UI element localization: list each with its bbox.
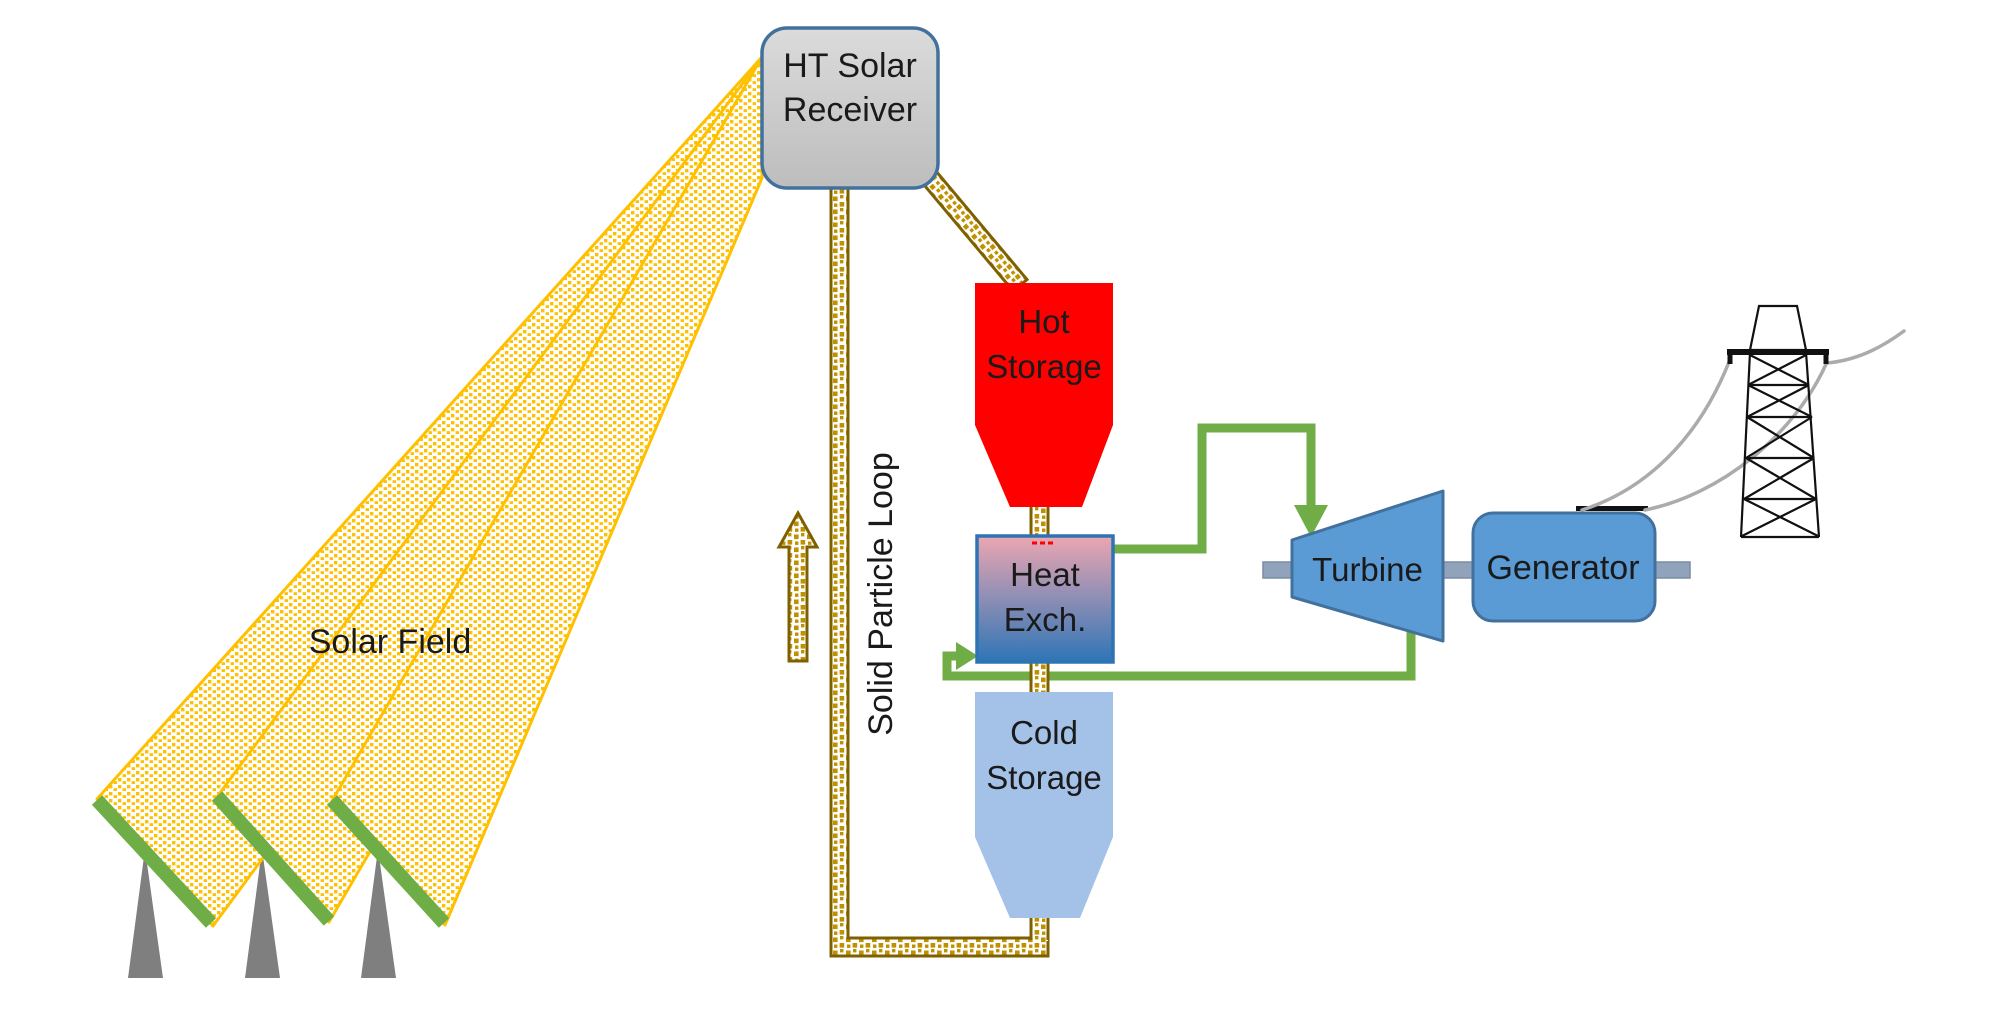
turbine-block [1290,489,1445,643]
hot-storage-block [975,283,1113,507]
hot-storage-label-line2: Storage [986,348,1102,385]
cold-storage-outlet-pipe [1031,914,1048,941]
tower-legs [1739,351,1821,539]
power-wire [1825,329,1906,365]
heat-exchanger-label-line2: Exch. [1003,601,1087,638]
generator-label: Generator [1486,549,1640,587]
solid-particle-loop-label: Solid Particle Loop [862,452,900,736]
cold-storage-label-line2: Storage [986,759,1102,796]
steam-arrow-into-turbine [1294,505,1328,537]
heliostat-post [245,849,280,978]
heliostat-mirrors [91,791,450,928]
solar-receiver-block [760,26,940,190]
tower-braces [1744,383,1816,501]
heliostat-mirror [211,791,335,926]
heat-exchanger-block [975,534,1115,664]
heliostat-post [128,849,163,978]
heliostat-mirror [326,795,450,928]
tower-peak [1748,304,1808,352]
solar-field-label: Solar Field [308,623,472,661]
receiver-label-line2: Receiver [782,91,918,129]
cold-storage-label: Cold Storage [975,710,1113,800]
sunlight-beams [95,55,764,928]
cold-storage-block [975,692,1113,918]
heliostat-posts [128,849,396,978]
power-wire [1580,360,1731,512]
steam-arrow-into-hx [956,642,978,670]
tower-x-bracing [1741,354,1819,537]
heat-exchanger-label-line1: Heat [1010,556,1080,593]
cold-storage-outlet-pipe-walls [1029,914,1050,940]
heat-exchanger-label: Heat Exch. [977,552,1113,642]
generator-block [1471,511,1657,623]
particle-flow-up-arrow [776,509,820,663]
steam-loop [942,423,1416,681]
receiver-to-hot-pipe [915,164,1030,294]
transmission-tower-icon [1727,304,1829,539]
heliostat-post [361,849,396,978]
steam-hot-line [1110,423,1316,554]
tower-insulators [1727,352,1829,364]
receiver-label-line1: HT Solar [783,47,917,85]
hot-storage-label: Hot Storage [975,299,1113,389]
generator-terminal-bar [1576,506,1648,511]
turbine-label: Turbine [1312,551,1423,588]
heliostat-mirror [91,795,217,928]
steam-return-line [942,628,1416,681]
hot-storage-label-line1: Hot [1018,303,1070,340]
receiver-label: HT Solar Receiver [762,44,938,132]
cold-storage-label-line1: Cold [1010,714,1078,751]
